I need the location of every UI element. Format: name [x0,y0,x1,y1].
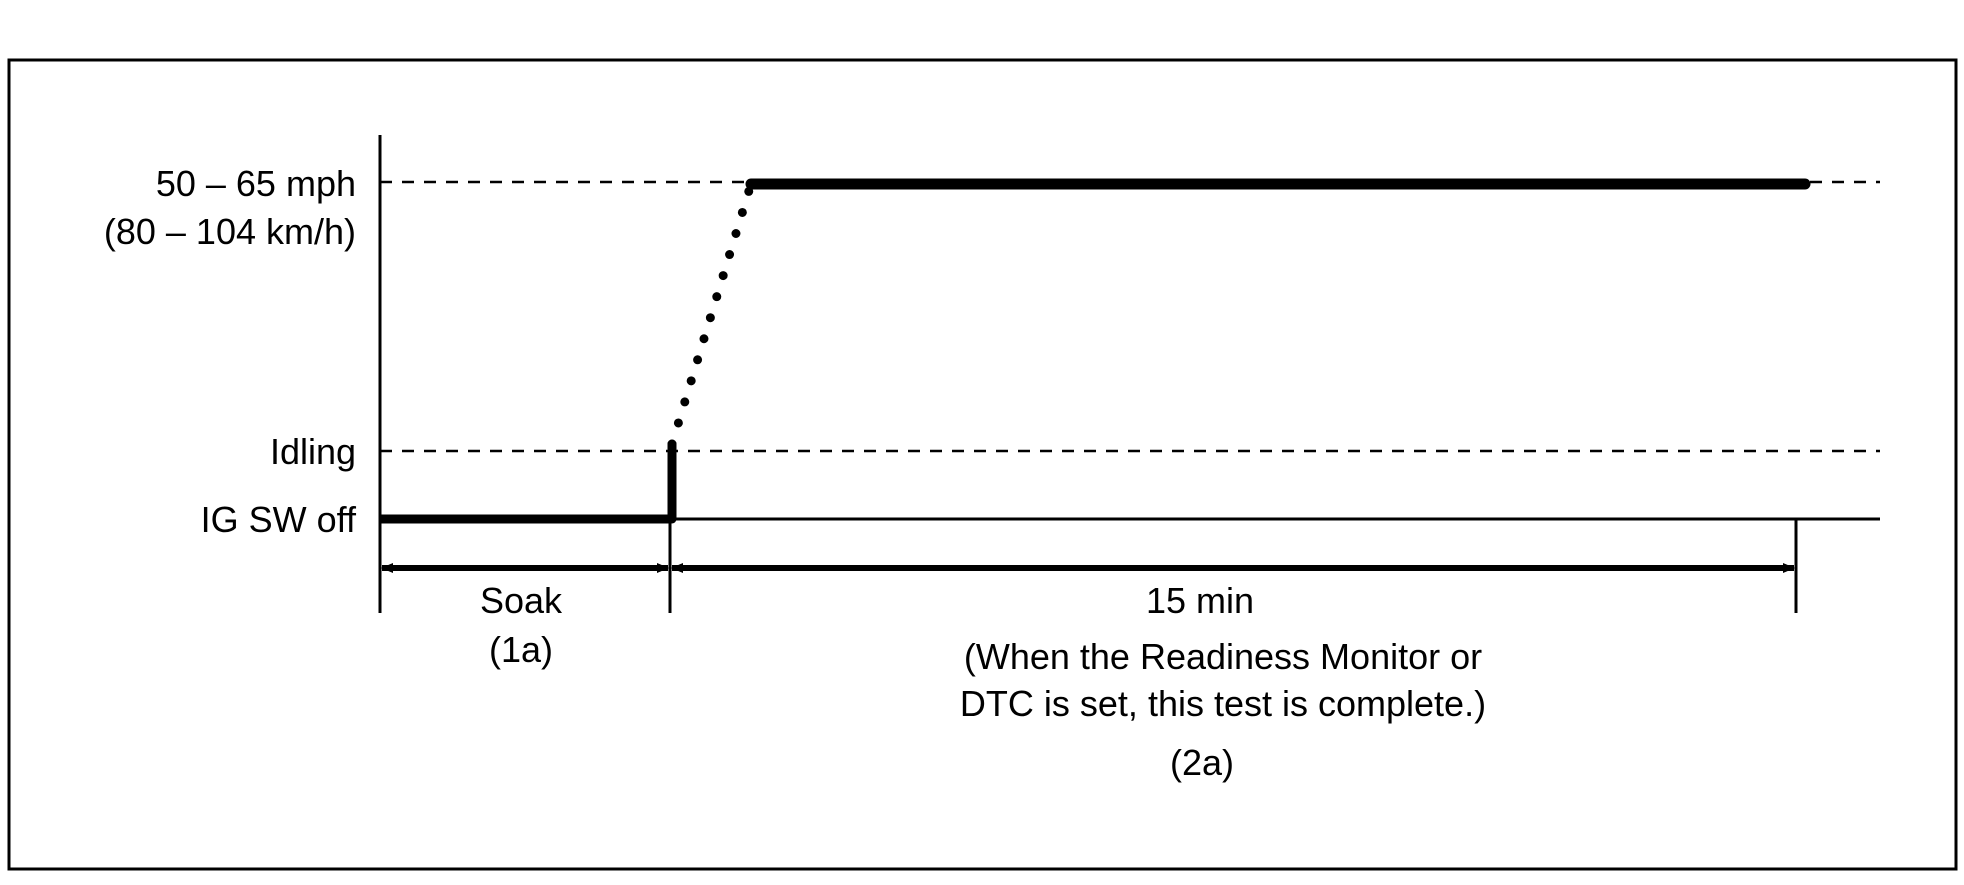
high-speed-label-mph: 50 – 65 mph [156,163,356,204]
high-speed-label-kmh: (80 – 104 km/h) [104,211,356,252]
drive-note-line-1: (When the Readiness Monitor or [964,636,1482,677]
drive-duration-label: 15 min [1146,580,1254,621]
acceleration-ramp [667,179,756,449]
soak-label: Soak [480,580,563,621]
ig-sw-off-label: IG SW off [201,499,357,540]
drive-code: (2a) [1170,742,1234,783]
soak-code: (1a) [489,629,553,670]
drive-note-line-2: DTC is set, this test is complete.) [960,683,1486,724]
diagram-frame [7,58,1958,871]
idling-label: Idling [270,431,356,472]
